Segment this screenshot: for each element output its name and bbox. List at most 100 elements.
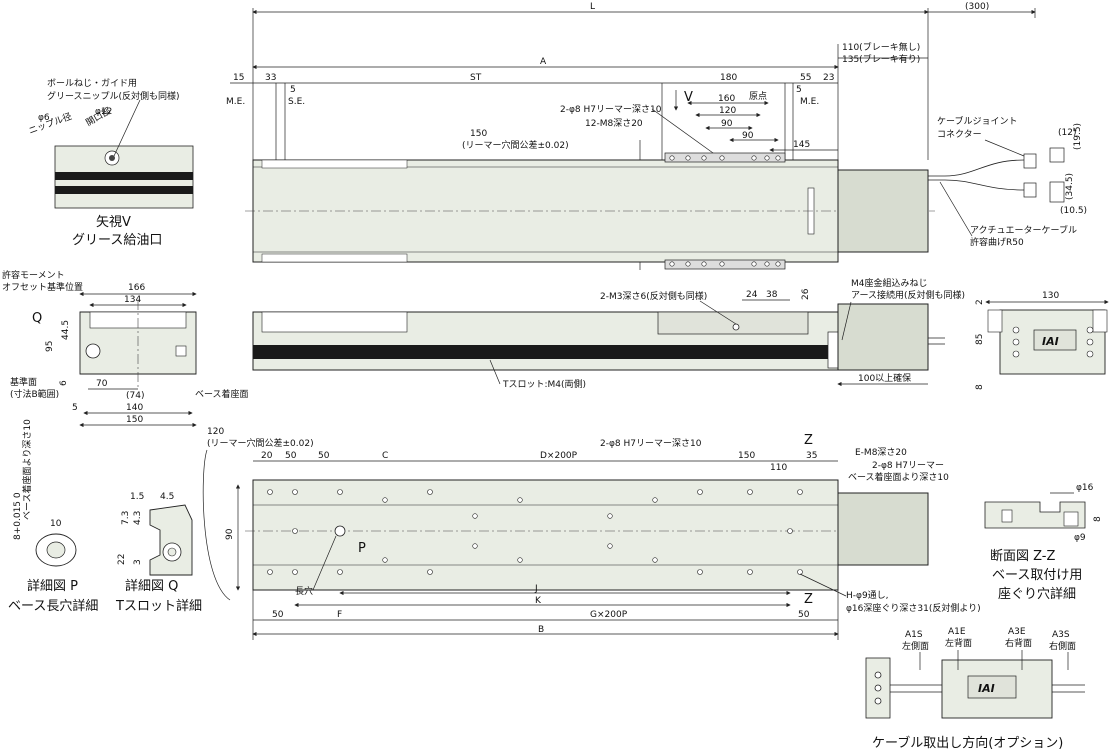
- cable-connector-b: [1023, 182, 1037, 198]
- dim-15: 15: [233, 73, 244, 83]
- dim-F: F: [337, 610, 342, 620]
- detailQ-4-3: 4.3: [133, 511, 143, 525]
- moment-2: オフセット基準位置: [2, 281, 83, 293]
- iai-logo-right: IAI: [1042, 335, 1059, 348]
- dim-140: 140: [126, 403, 143, 413]
- dim-120-b: 120: [207, 427, 224, 437]
- brake-none: 110(ブレーキ無し): [842, 41, 920, 53]
- label-SE: S.E.: [288, 97, 305, 107]
- dim-L: L: [590, 2, 595, 12]
- a1s-side: 左側面: [902, 640, 929, 652]
- dim-160: 160: [718, 94, 735, 104]
- detailQ-1-5: 1.5: [130, 492, 144, 502]
- detailQ-3: 3: [133, 559, 143, 565]
- a3e-code: A3E: [1008, 627, 1026, 637]
- reamer2-b: ベース着座面より深さ10: [848, 471, 949, 483]
- a1e-code: A1E: [948, 627, 966, 637]
- reamer-b: 2-φ8 H7リーマー深さ10: [600, 438, 702, 449]
- dim-C: C: [382, 451, 388, 461]
- a3s-code: A3S: [1052, 630, 1070, 640]
- dim-300: (300): [965, 2, 989, 12]
- tol-b: (リーマー穴間公差±0.02): [207, 437, 314, 449]
- a1s-code: A1S: [905, 630, 923, 640]
- act-cable-2: 許容曲げR50: [970, 236, 1024, 248]
- dim-24: 24: [746, 290, 758, 300]
- label-ME-right: M.E.: [800, 97, 819, 107]
- sectionZ-phi16: φ16: [1076, 483, 1094, 493]
- dim-150: 150: [470, 129, 487, 139]
- cable-joint-1: ケーブルジョイント: [937, 115, 1017, 127]
- slider-top: [664, 152, 786, 163]
- ref-2: (寸法B範囲): [10, 388, 59, 400]
- dim-G: G×200P: [590, 610, 628, 620]
- viewV-title: 矢視V: [96, 215, 131, 230]
- dim-23: 23: [823, 73, 834, 83]
- dim-90a: 90: [721, 119, 733, 129]
- long-hole-label: 長穴: [295, 585, 313, 597]
- dim-10-5: (10.5): [1060, 206, 1087, 216]
- dim-150-end: 150: [126, 415, 143, 425]
- grease-text-2: グリースニップル(反対側も同様): [47, 90, 180, 102]
- m8-label: 12-M8深さ20: [585, 118, 643, 129]
- detailP-tol: 8+0.015 0: [13, 492, 23, 540]
- hole-label-2: φ16深座ぐり深さ31(反対側より): [846, 602, 981, 614]
- cable-connector-a: [1023, 153, 1037, 169]
- dim-Dx200P: D×200P: [540, 451, 578, 461]
- dim-50b: 50: [318, 451, 330, 461]
- m4-label-2: アース接続用(反対側も同様): [851, 289, 965, 301]
- phi12: φ12: [95, 107, 112, 117]
- slider-bottom: [664, 259, 786, 270]
- detailQ-subtitle: Tスロット詳細: [115, 598, 202, 614]
- section-Z-bottom: Z: [804, 592, 813, 607]
- dim-50a: 50: [285, 451, 297, 461]
- detailQ-22: 22: [117, 554, 127, 565]
- detailP-10: 10: [50, 519, 62, 529]
- dim-20: 20: [261, 451, 273, 461]
- reamer-tol: (リーマー穴間公差±0.02): [462, 139, 569, 151]
- dim-50c: 50: [272, 610, 284, 620]
- dim-74: (74): [126, 391, 144, 401]
- motor-top: [837, 169, 929, 253]
- dim-12: (12): [1058, 128, 1076, 138]
- cable-exit-title: ケーブル取出し方向(オプション): [872, 735, 1063, 751]
- dim-145: 145: [793, 140, 810, 150]
- act-cable-1: アクチュエーターケーブル: [970, 224, 1077, 236]
- view-V-detail: ボールねじ・ガイド用 グリースニップル(反対側も同様) φ12 開口部 φ6 ニ…: [27, 78, 194, 248]
- dim-K: K: [535, 596, 542, 606]
- dim-90b: 90: [742, 131, 754, 141]
- iai-logo-cable: IAI: [978, 682, 995, 695]
- long-hole-P: [334, 525, 346, 537]
- dim-85: 85: [975, 334, 985, 345]
- em8-label: E-M8深さ20: [855, 447, 907, 458]
- dim-8: 8: [975, 384, 985, 390]
- dim-180: 180: [720, 73, 737, 83]
- dim-34-5: (34.5): [1065, 173, 1075, 200]
- dim-J: J: [534, 584, 538, 594]
- moment-1: 許容モーメント: [2, 269, 65, 281]
- a3e-side: 右背面: [1005, 637, 1032, 649]
- dim-19-5: (19.5): [1073, 123, 1083, 150]
- dim-5a: 5: [290, 85, 296, 95]
- sectionZ-sub1: ベース取付け用: [992, 568, 1082, 583]
- motor-side: [837, 303, 929, 371]
- dim-35: 35: [806, 451, 817, 461]
- dim-33: 33: [265, 73, 276, 83]
- dim-90-b: 90: [225, 528, 235, 540]
- a1e-side: 左背面: [945, 637, 972, 649]
- dim-B: B: [538, 625, 544, 635]
- slider-side: [657, 311, 809, 335]
- m3-label: 2-M3深さ6(反対側も同様): [600, 290, 707, 302]
- label-P: P: [358, 541, 366, 556]
- m4-label-1: M4座金組込みねじ: [851, 277, 928, 289]
- top-view: L (300) A 110(ブレーキ無し) 135(ブレーキ有り) 15 33 …: [226, 2, 1087, 270]
- dim-2: 2: [975, 299, 985, 305]
- dim-44-5: 44.5: [61, 320, 71, 340]
- sectionZ-title: 断面図 Z-Z: [990, 549, 1056, 564]
- phi6: φ6: [38, 113, 50, 123]
- reamer2-a: 2-φ8 H7リーマー: [872, 461, 944, 471]
- dim-6: 6: [59, 380, 69, 386]
- sectionZ-sub2: 座ぐり穴詳細: [998, 586, 1076, 602]
- end-view-left: 許容モーメント オフセット基準位置 166 134 Q 44.5 95 基準面 …: [2, 269, 249, 428]
- dim-55: 55: [800, 73, 811, 83]
